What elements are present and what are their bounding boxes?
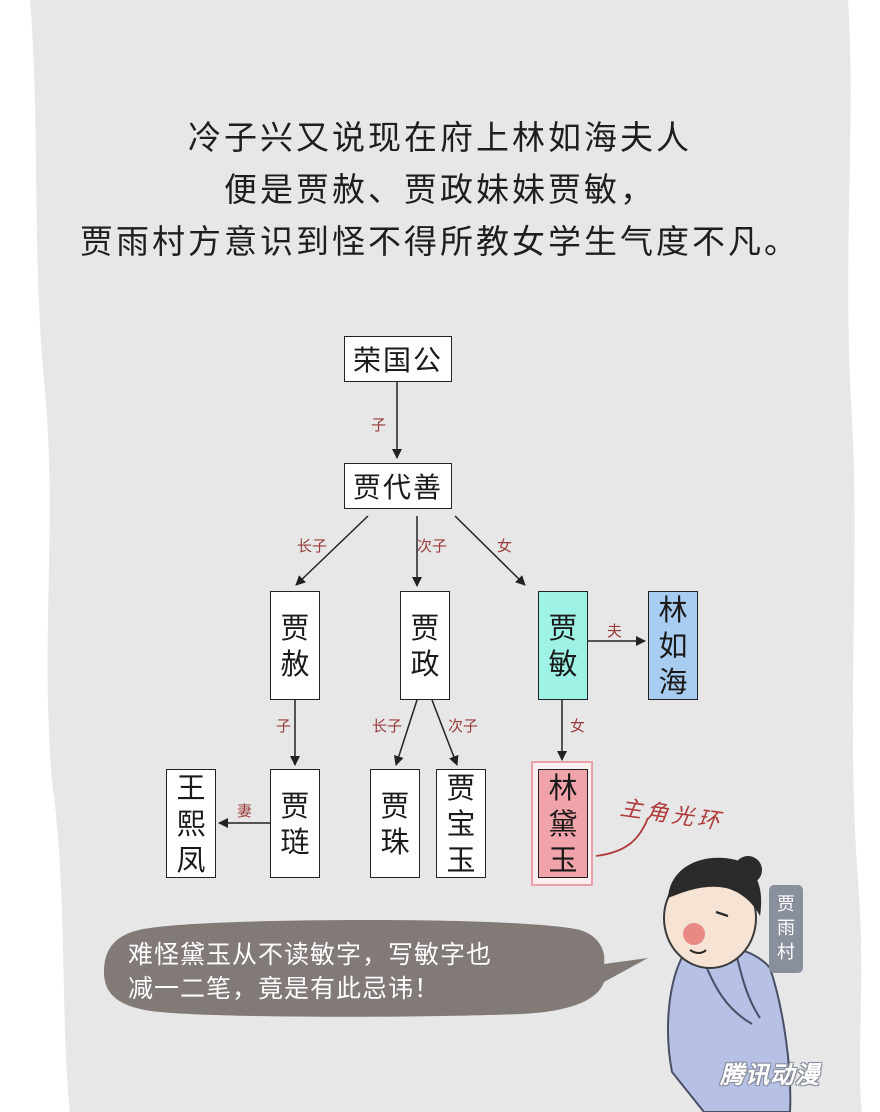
- speech-line-1: 难怪黛玉从不读敏字，写敏字也: [128, 940, 493, 969]
- relation-label-second-son: 次子: [417, 537, 448, 555]
- narration-line-2: 便是贾赦、贾政妹妹贾敏，: [224, 170, 656, 209]
- speech-line-2: 减一二笔，竟是有此忌讳！: [128, 974, 441, 1003]
- node-jialian: 贾琏: [270, 769, 320, 878]
- relation-label-son: 子: [371, 416, 387, 434]
- relation-label-daughter: 女: [497, 537, 513, 555]
- relation-label-son-of-jiashe: 子: [276, 717, 292, 735]
- character-hair-bun: [734, 856, 762, 884]
- node-jiazheng-label: 贾政: [410, 610, 440, 681]
- node-lindaiyu-label: 林黛玉: [548, 770, 578, 877]
- arrow-jiazheng-to-jiazhu: [394, 699, 418, 766]
- narration-line-1: 冷子兴又说现在府上林如海夫人: [188, 118, 692, 157]
- character-name-text: 贾雨村: [777, 894, 795, 963]
- node-lindaiyu: 林黛玉: [538, 769, 588, 878]
- arrow-jiadaishan-to-jiashe: [295, 515, 369, 586]
- node-jiamin: 贾敏: [538, 591, 588, 700]
- arrow-jiazheng-to-jiabaoyu: [431, 699, 459, 766]
- relation-label-second-son-of-jiazheng: 次子: [448, 717, 479, 735]
- node-jiazhu-label: 贾珠: [380, 788, 410, 859]
- node-jiazhu: 贾珠: [370, 769, 420, 878]
- node-jiadaishan: 贾代善: [344, 463, 452, 509]
- node-jiazheng: 贾政: [400, 591, 450, 700]
- halo-pointer-stroke: [595, 817, 649, 857]
- paper-shape: [30, 0, 862, 1112]
- character-eye: [715, 910, 729, 918]
- node-jiashe-label: 贾赦: [280, 610, 310, 681]
- node-rongguogong: 荣国公: [344, 336, 452, 382]
- character-blush: [683, 923, 705, 945]
- node-linruhai: 林如海: [648, 591, 698, 700]
- node-jiabaoyu-label: 贾宝玉: [446, 770, 476, 877]
- speech-bubble: [104, 920, 648, 1017]
- node-wangxifeng-label: 王熙凤: [176, 770, 206, 877]
- relation-label-wife: 妻: [237, 802, 253, 820]
- node-jiamin-label: 贾敏: [548, 610, 578, 681]
- node-wangxifeng: 王熙凤: [166, 769, 216, 878]
- narration-line-3: 贾雨村方意识到怪不得所教女学生气度不凡。: [80, 222, 800, 261]
- relation-label-eldest-son: 长子: [297, 537, 328, 555]
- relation-label-husband: 夫: [607, 622, 623, 640]
- character-mouth: [689, 949, 707, 954]
- node-jiabaoyu: 贾宝玉: [436, 769, 486, 878]
- node-linruhai-label: 林如海: [658, 592, 688, 699]
- arrow-jiadaishan-to-jiamin: [454, 515, 526, 586]
- watermark-logo: 腾讯动漫: [720, 1061, 820, 1089]
- node-jiashe: 贾赦: [270, 591, 320, 700]
- character-name-label: 贾雨村: [769, 885, 803, 973]
- relation-label-daughter-of-jiamin: 女: [570, 717, 586, 735]
- node-jialian-label: 贾琏: [280, 788, 310, 859]
- speech-bubble-text: 难怪黛玉从不读敏字，写敏字也 减一二笔，竟是有此忌讳！: [128, 938, 598, 1006]
- relation-label-eldest-son-of-jiazheng: 长子: [372, 717, 403, 735]
